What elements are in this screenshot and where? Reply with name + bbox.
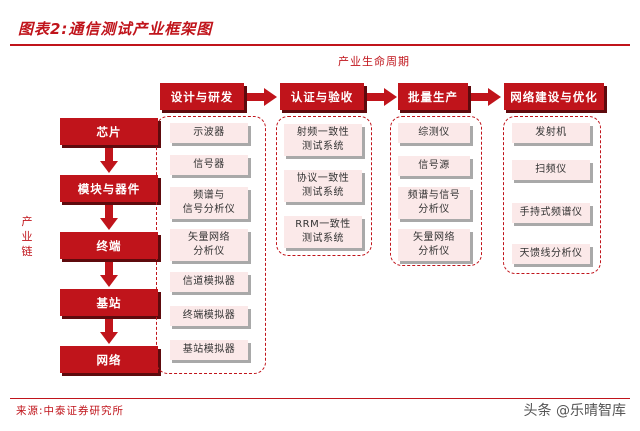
item-handheld-spectrum-analyzer: 手持式频谱仪 xyxy=(512,203,593,226)
item-rf-conformance-system: 射频一致性 测试系统 xyxy=(284,124,365,159)
item-spectrum-signal-analyzer: 频谱与 信号分析仪 xyxy=(170,187,251,222)
item-oscilloscope: 示波器 xyxy=(170,123,251,146)
lifecycle-label: 产业生命周期 xyxy=(338,55,410,68)
stage-header-production: 批量生产 xyxy=(398,83,471,113)
stage-header-design: 设计与研发 xyxy=(160,83,247,113)
watermark: 头条 @乐晴智库 xyxy=(523,403,626,419)
source-note: 来源:中泰证券研究所 xyxy=(16,405,125,417)
title-divider xyxy=(10,44,630,46)
right-arrow-icon xyxy=(247,88,277,106)
item-spectrum-signal-analyzer: 频谱与信号 分析仪 xyxy=(398,187,473,222)
down-arrow-icon xyxy=(100,319,118,344)
stage-panel-certification xyxy=(276,116,372,256)
item-antenna-feeder-analyzer: 天馈线分析仪 xyxy=(512,244,593,267)
item-rrm-conformance-system: RRM一致性 测试系统 xyxy=(284,216,365,251)
chain-box-basestation: 基站 xyxy=(60,289,161,319)
item-terminal-simulator: 终端模拟器 xyxy=(170,306,251,329)
chain-box-module: 模块与器件 xyxy=(60,175,161,205)
item-vector-network-analyzer: 矢量网络 分析仪 xyxy=(170,229,251,264)
item-signal-device: 信号器 xyxy=(170,155,251,178)
down-arrow-icon xyxy=(100,205,118,230)
stage-panel-network-build xyxy=(503,116,601,274)
right-arrow-icon xyxy=(367,88,397,106)
chain-box-chip: 芯片 xyxy=(60,118,161,148)
stage-header-certification: 认证与验收 xyxy=(280,83,367,113)
stage-header-network-build: 网络建设与优化 xyxy=(504,83,607,113)
right-arrow-icon xyxy=(471,88,501,106)
item-vector-network-analyzer: 矢量网络 分析仪 xyxy=(398,229,473,264)
down-arrow-icon xyxy=(100,262,118,287)
figure-title: 图表2:通信测试产业框架图 xyxy=(18,20,213,38)
item-comprehensive-tester: 综测仪 xyxy=(398,123,473,146)
stage-panel-design xyxy=(156,116,266,374)
item-frequency-scanner: 扫频仪 xyxy=(512,160,593,183)
chain-box-terminal: 终端 xyxy=(60,232,161,262)
down-arrow-icon xyxy=(100,148,118,173)
industry-chain-label: 产业链 xyxy=(21,215,33,258)
chain-box-network: 网络 xyxy=(60,346,161,376)
item-signal-source: 信号源 xyxy=(398,156,473,179)
item-channel-simulator: 信道模拟器 xyxy=(170,272,251,295)
source-divider xyxy=(10,398,630,399)
item-protocol-conformance-system: 协议一致性 测试系统 xyxy=(284,170,365,205)
item-basestation-simulator: 基站模拟器 xyxy=(170,340,251,363)
item-transmitter: 发射机 xyxy=(512,123,593,146)
stage-panel-production xyxy=(390,116,482,266)
